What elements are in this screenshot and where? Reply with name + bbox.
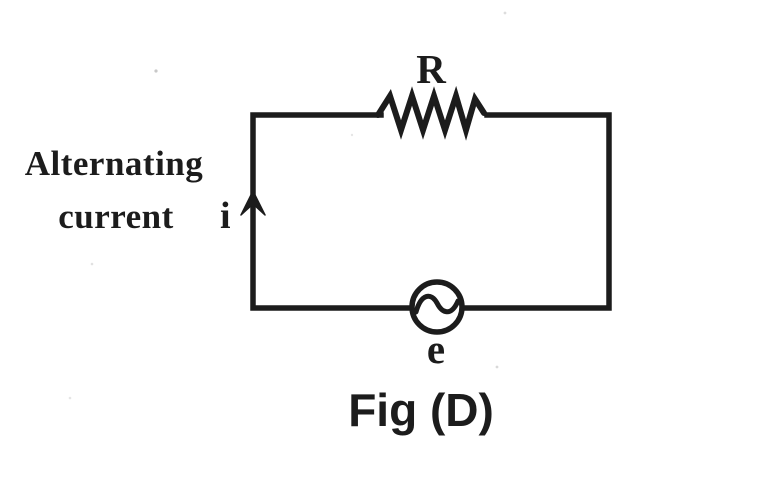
alternating-current-label-line1: Alternating [24, 144, 204, 183]
current-direction-up-arrow [240, 190, 266, 216]
current-symbol-label: i [220, 195, 231, 237]
ac-source-sine-symbol [413, 293, 461, 315]
figure-caption: Fig (D) [348, 384, 494, 436]
alternating-current-label-line2: current [58, 197, 174, 236]
scan-speck [503, 11, 507, 15]
scan-speck [495, 365, 499, 369]
emf-label: e [426, 326, 446, 372]
scan-speck [68, 396, 72, 400]
resistor-zigzag-symbol [375, 85, 487, 141]
circuit-wire-loop [250, 112, 612, 311]
scan-speck [350, 133, 354, 137]
scan-speck [90, 262, 94, 266]
resistor-label: R [416, 46, 446, 92]
scan-speck [154, 69, 158, 73]
